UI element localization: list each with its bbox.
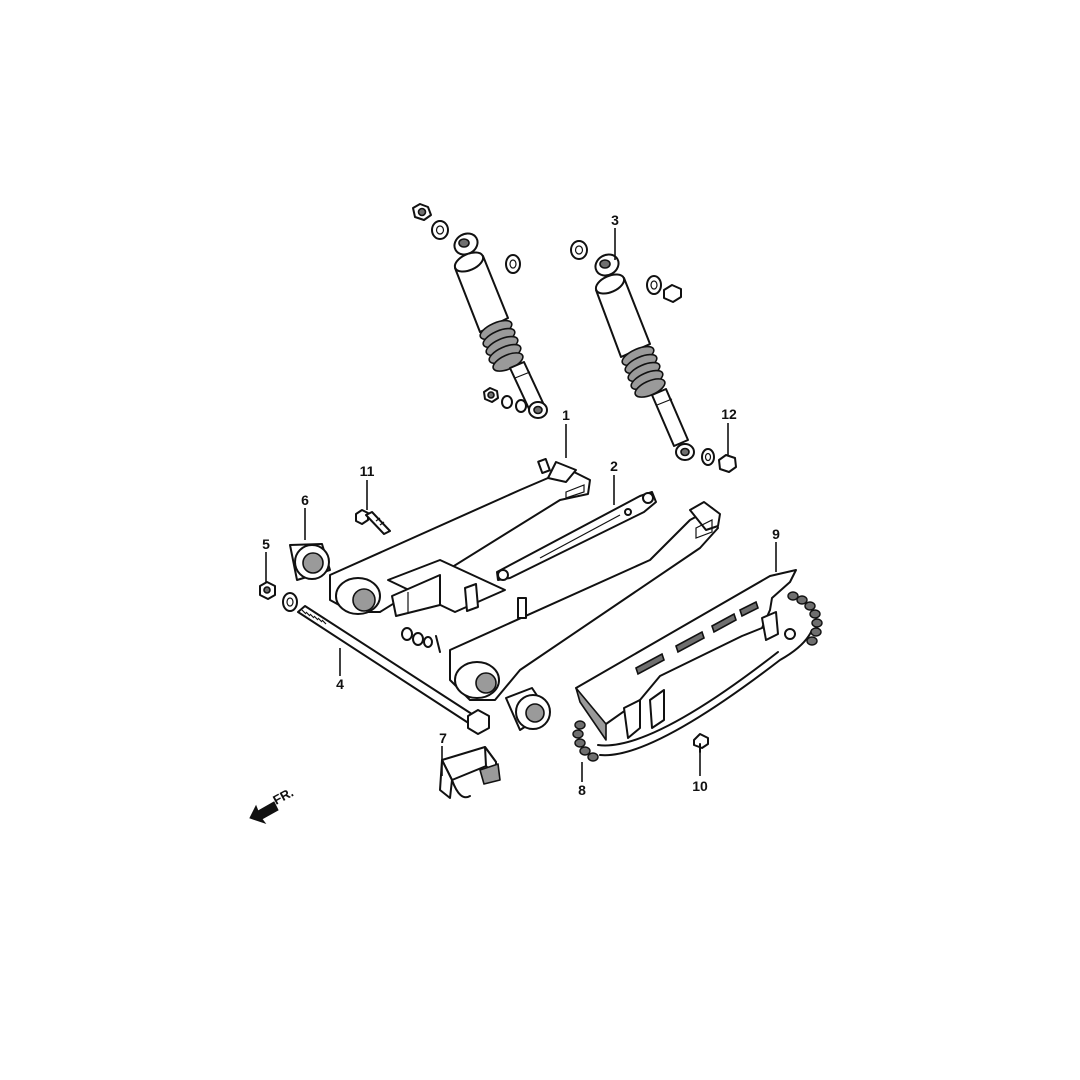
callout-5: 5 bbox=[262, 536, 270, 552]
callout-8: 8 bbox=[578, 782, 586, 798]
chain-guard-screw bbox=[693, 733, 709, 753]
callout-4: 4 bbox=[336, 676, 344, 692]
pivot-bolt bbox=[297, 605, 490, 735]
callout-3: 3 bbox=[611, 212, 619, 228]
callout-2: 2 bbox=[610, 458, 618, 474]
callout-11: 11 bbox=[360, 463, 375, 479]
swing-arm bbox=[329, 457, 721, 701]
front-indicator: FR. bbox=[249, 785, 296, 824]
callout-6: 6 bbox=[301, 492, 309, 508]
chain-guard bbox=[575, 569, 797, 741]
right-shock-absorber bbox=[570, 240, 737, 473]
callout-10: 10 bbox=[692, 778, 708, 794]
pivot-nut bbox=[259, 581, 298, 612]
bushing-lower bbox=[505, 687, 551, 731]
torque-link bbox=[496, 491, 657, 581]
callout-9: 9 bbox=[772, 526, 780, 542]
chain-guard-clip bbox=[439, 746, 501, 799]
leader-lines bbox=[265, 228, 777, 782]
callout-7: 7 bbox=[439, 730, 447, 746]
drive-chain bbox=[572, 591, 823, 762]
callout-12: 12 bbox=[721, 406, 737, 422]
arrow-left-down-icon bbox=[249, 801, 279, 824]
bushing-upper bbox=[289, 543, 331, 581]
bolt-small bbox=[355, 509, 391, 535]
left-shock-absorber bbox=[412, 203, 548, 419]
callout-1: 1 bbox=[562, 407, 570, 423]
washer-set bbox=[401, 627, 441, 653]
callout-labels: 1 2 3 4 5 6 7 8 9 10 11 12 bbox=[262, 212, 780, 798]
